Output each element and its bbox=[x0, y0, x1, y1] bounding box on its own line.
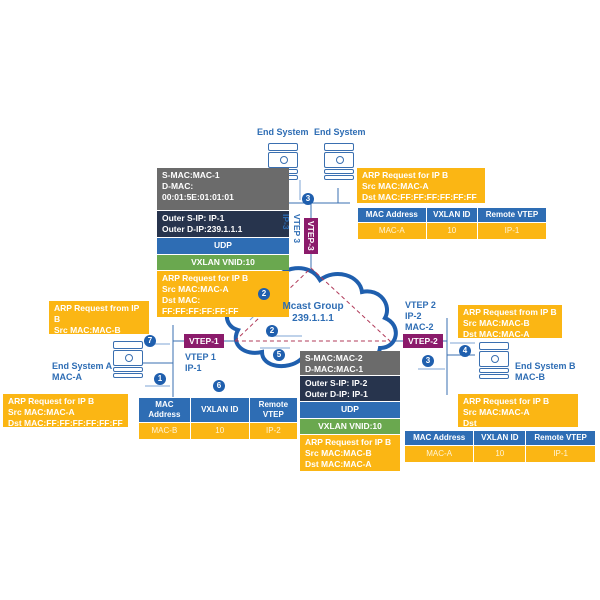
table-cell: IP-1 bbox=[525, 445, 596, 463]
step-6-badge: 6 bbox=[213, 380, 225, 392]
table-header: VXLAN ID bbox=[425, 207, 479, 223]
arp-right-bottom: ARP Request for IP B Src MAC:MAC-A Dst M… bbox=[458, 394, 578, 439]
table-cell: IP-2 bbox=[248, 422, 299, 440]
vtep-2-tag[interactable]: VTEP-2 bbox=[403, 334, 443, 348]
table-cell: MAC-B bbox=[138, 422, 191, 440]
vtep-1-tag[interactable]: VTEP-1 bbox=[184, 334, 224, 348]
packet-bottom-udp: UDP bbox=[300, 402, 400, 418]
step-2-badge-lower: 2 bbox=[266, 325, 278, 337]
end-system-top-right-icon[interactable] bbox=[324, 143, 354, 180]
vtep-3-label: VTEP 3 IP-3 bbox=[281, 214, 302, 244]
table-cell: MAC-A bbox=[403, 445, 475, 463]
packet-bottom-arp: ARP Request for IP B Src MAC:MAC-B Dst M… bbox=[300, 435, 400, 471]
table-header: MAC Address bbox=[403, 430, 475, 446]
table-cell: 10 bbox=[473, 445, 527, 463]
table-cell: 10 bbox=[425, 222, 479, 240]
step-1-badge: 1 bbox=[154, 373, 166, 385]
end-system-top-left-label: End System bbox=[257, 127, 309, 137]
cloud-title: Mcast Group bbox=[282, 301, 344, 312]
end-system-a-label: End System A MAC-A bbox=[52, 361, 113, 382]
vtep-1-label: VTEP 1 IP-1 bbox=[185, 352, 216, 373]
vtep-2-label: VTEP 2 IP-2 MAC-2 bbox=[405, 300, 436, 332]
packet-bottom-outer-ip: Outer S-IP: IP-2 Outer D-IP: IP-1 bbox=[300, 376, 400, 401]
packet-bottom-vxlan: VXLAN VNID:10 bbox=[300, 419, 400, 434]
table-cell: 10 bbox=[189, 422, 250, 440]
step-5-badge: 5 bbox=[273, 349, 285, 361]
table-header: Remote VTEP bbox=[525, 430, 596, 446]
table-header: Remote VTEP bbox=[248, 397, 299, 423]
step-3-badge-right: 3 bbox=[422, 355, 434, 367]
packet-top-vxlan: VXLAN VNID:10 bbox=[157, 255, 289, 270]
table-header: Remote VTEP bbox=[477, 207, 547, 223]
vtep-3-tag[interactable]: VTEP-3 bbox=[304, 218, 318, 254]
table-header: VXLAN ID bbox=[189, 397, 250, 423]
step-4-badge: 4 bbox=[459, 345, 471, 357]
step-3-badge-top: 3 bbox=[302, 193, 314, 205]
packet-top-inner-mac: S-MAC:MAC-1 D-MAC: 00:01:5E:01:01:01 bbox=[157, 168, 289, 210]
table-cell: MAC-A bbox=[357, 222, 427, 240]
packet-top-udp: UDP bbox=[157, 238, 289, 254]
arp-left-top: ARP Request from IP B Src MAC:MAC-B Dst … bbox=[49, 301, 149, 346]
arp-top-right: ARP Request for IP B Src MAC:MAC-A Dst M… bbox=[357, 168, 485, 203]
cloud-address: 239.1.1.1 bbox=[292, 313, 334, 324]
table-header: MAC Address bbox=[357, 207, 427, 223]
end-system-a-icon[interactable] bbox=[113, 341, 143, 378]
step-7-badge: 7 bbox=[144, 335, 156, 347]
table-cell: IP-1 bbox=[477, 222, 547, 240]
table-header: MAC Address bbox=[138, 397, 191, 423]
end-system-b-icon[interactable] bbox=[479, 342, 509, 379]
table-header: VXLAN ID bbox=[473, 430, 527, 446]
packet-top-outer-ip: Outer S-IP: IP-1 Outer D-IP:239.1.1.1 bbox=[157, 211, 289, 237]
arp-left-bottom: ARP Request for IP B Src MAC:MAC-A Dst M… bbox=[3, 394, 128, 428]
arp-right-top: ARP Request from IP B Src MAC:MAC-B Dst … bbox=[458, 305, 562, 339]
packet-bottom-inner-mac: S-MAC:MAC-2 D-MAC:MAC-1 bbox=[300, 351, 400, 375]
step-2-badge-upper: 2 bbox=[258, 288, 270, 300]
end-system-b-label: End System B MAC-B bbox=[515, 361, 576, 382]
end-system-top-right-label: End System bbox=[314, 127, 366, 137]
